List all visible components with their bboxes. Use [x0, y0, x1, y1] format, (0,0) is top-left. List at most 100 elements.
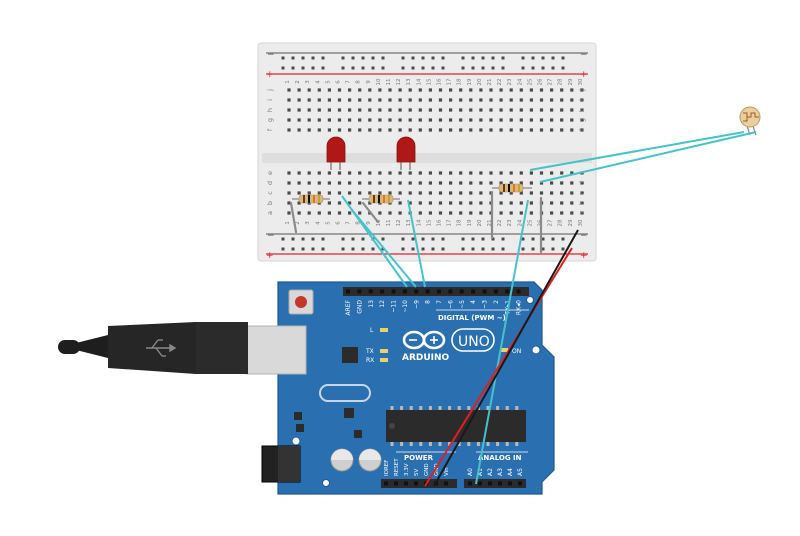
on-label: ON: [512, 348, 521, 355]
breadboard-hole: [398, 118, 402, 122]
column-number: 3: [305, 221, 311, 225]
digital-pin-hole[interactable]: [414, 289, 419, 294]
digital-pin-hole[interactable]: [448, 289, 453, 294]
analog-pin-hole[interactable]: [488, 481, 492, 486]
breadboard-hole: [570, 201, 574, 205]
breadboard-hole: [287, 98, 291, 102]
digital-pin-hole[interactable]: [505, 289, 510, 294]
digital-pin-hole[interactable]: [425, 289, 430, 294]
digital-pin-hole[interactable]: [516, 289, 521, 294]
analog-pin-hole[interactable]: [508, 481, 512, 486]
breadboard-hole: [378, 118, 382, 122]
breadboard-hole: [408, 171, 412, 175]
analog-pin-hole[interactable]: [478, 481, 482, 486]
analog-pin-label: A4: [507, 468, 514, 476]
breadboard-hole: [378, 128, 382, 132]
column-number: 8: [356, 80, 362, 84]
rail-hole: [561, 66, 565, 70]
breadboard-hole: [560, 191, 564, 195]
power-pin-hole[interactable]: [384, 481, 388, 486]
rail-hole: [531, 237, 535, 241]
breadboard-hole: [489, 108, 493, 112]
analog-pin-label: A0: [467, 468, 474, 476]
breadboard-hole: [317, 88, 321, 92]
breadboard-hole: [307, 108, 311, 112]
analog-pin-hole[interactable]: [498, 481, 502, 486]
breadboard-hole: [297, 98, 301, 102]
breadboard-hole: [368, 191, 372, 195]
digital-pin-hole[interactable]: [459, 289, 464, 294]
column-number: 22: [497, 79, 503, 86]
column-number: 21: [487, 220, 493, 227]
breadboard-hole: [418, 128, 422, 132]
row-letter: h: [266, 108, 274, 112]
resistor-2[interactable]: [362, 194, 400, 204]
breadboard-hole: [398, 98, 402, 102]
rail-hole: [471, 66, 475, 70]
breadboard-hole: [519, 171, 523, 175]
rail-hole: [541, 56, 545, 60]
breadboard-hole: [337, 211, 342, 215]
breadboard-hole: [398, 181, 402, 185]
breadboard-hole: [438, 88, 443, 92]
digital-pin-hole[interactable]: [471, 289, 476, 294]
breadboard-hole: [297, 191, 301, 195]
digital-pin-hole[interactable]: [346, 289, 350, 294]
rail-hole: [481, 237, 485, 241]
led-1[interactable]: [326, 136, 346, 170]
digital-pin-hole[interactable]: [391, 289, 396, 294]
breadboard-hole: [388, 98, 392, 102]
digital-pin-hole[interactable]: [493, 289, 498, 294]
column-number: 23: [507, 78, 513, 85]
rail-hole: [481, 56, 485, 60]
digital-pin-hole[interactable]: [357, 289, 362, 294]
resistor-1[interactable]: [292, 194, 330, 204]
power-header: [381, 479, 457, 488]
power-pin-hole[interactable]: [404, 481, 408, 486]
rail-plus-right-top: +: [580, 70, 588, 80]
breadboard-hole: [287, 181, 291, 185]
rail-hole: [421, 66, 425, 70]
rail-hole: [481, 247, 485, 251]
digital-pin-hole[interactable]: [368, 289, 373, 294]
row-letter: c: [578, 191, 586, 195]
rail-hole: [461, 237, 465, 241]
digital-pin-hole[interactable]: [402, 289, 407, 294]
power-pin-hole[interactable]: [444, 481, 448, 486]
led-2[interactable]: [396, 136, 416, 170]
rail-hole: [311, 66, 315, 70]
rail-hole: [341, 247, 345, 251]
breadboard-hole: [398, 108, 402, 112]
breadboard-holes: [281, 56, 584, 251]
column-number: 21: [487, 79, 493, 86]
digital-pin-label: 13: [368, 300, 375, 308]
resistor-3[interactable]: [492, 183, 532, 193]
power-pin-hole[interactable]: [394, 481, 398, 486]
digital-pin-hole[interactable]: [380, 289, 385, 294]
digital-label: DIGITAL (PWM ~): [438, 314, 506, 322]
power-pin-hole[interactable]: [414, 481, 418, 486]
rail-hole: [541, 237, 545, 241]
breadboard-hole: [337, 98, 342, 102]
breadboard-hole: [348, 211, 352, 215]
row-letter: a: [266, 211, 274, 215]
breadboard-hole: [499, 118, 503, 122]
digital-pin-hole[interactable]: [482, 289, 487, 294]
digital-pin-label: AREF: [345, 299, 352, 315]
breadboard-hole: [570, 118, 574, 122]
analog-pin-hole[interactable]: [468, 481, 472, 486]
breadboard-hole: [358, 88, 362, 92]
digital-pin-hole[interactable]: [437, 289, 441, 294]
breadboard-hole: [459, 171, 463, 175]
breadboard-hole: [368, 108, 372, 112]
column-number: 29: [568, 219, 574, 226]
breadboard-hole: [348, 191, 352, 195]
breadboard-hole: [337, 128, 342, 132]
column-number: 23: [507, 219, 513, 226]
photoresistor[interactable]: [739, 106, 761, 136]
analog-pin-hole[interactable]: [518, 481, 522, 486]
breadboard-hole: [449, 88, 453, 92]
rail-hole: [471, 56, 475, 60]
